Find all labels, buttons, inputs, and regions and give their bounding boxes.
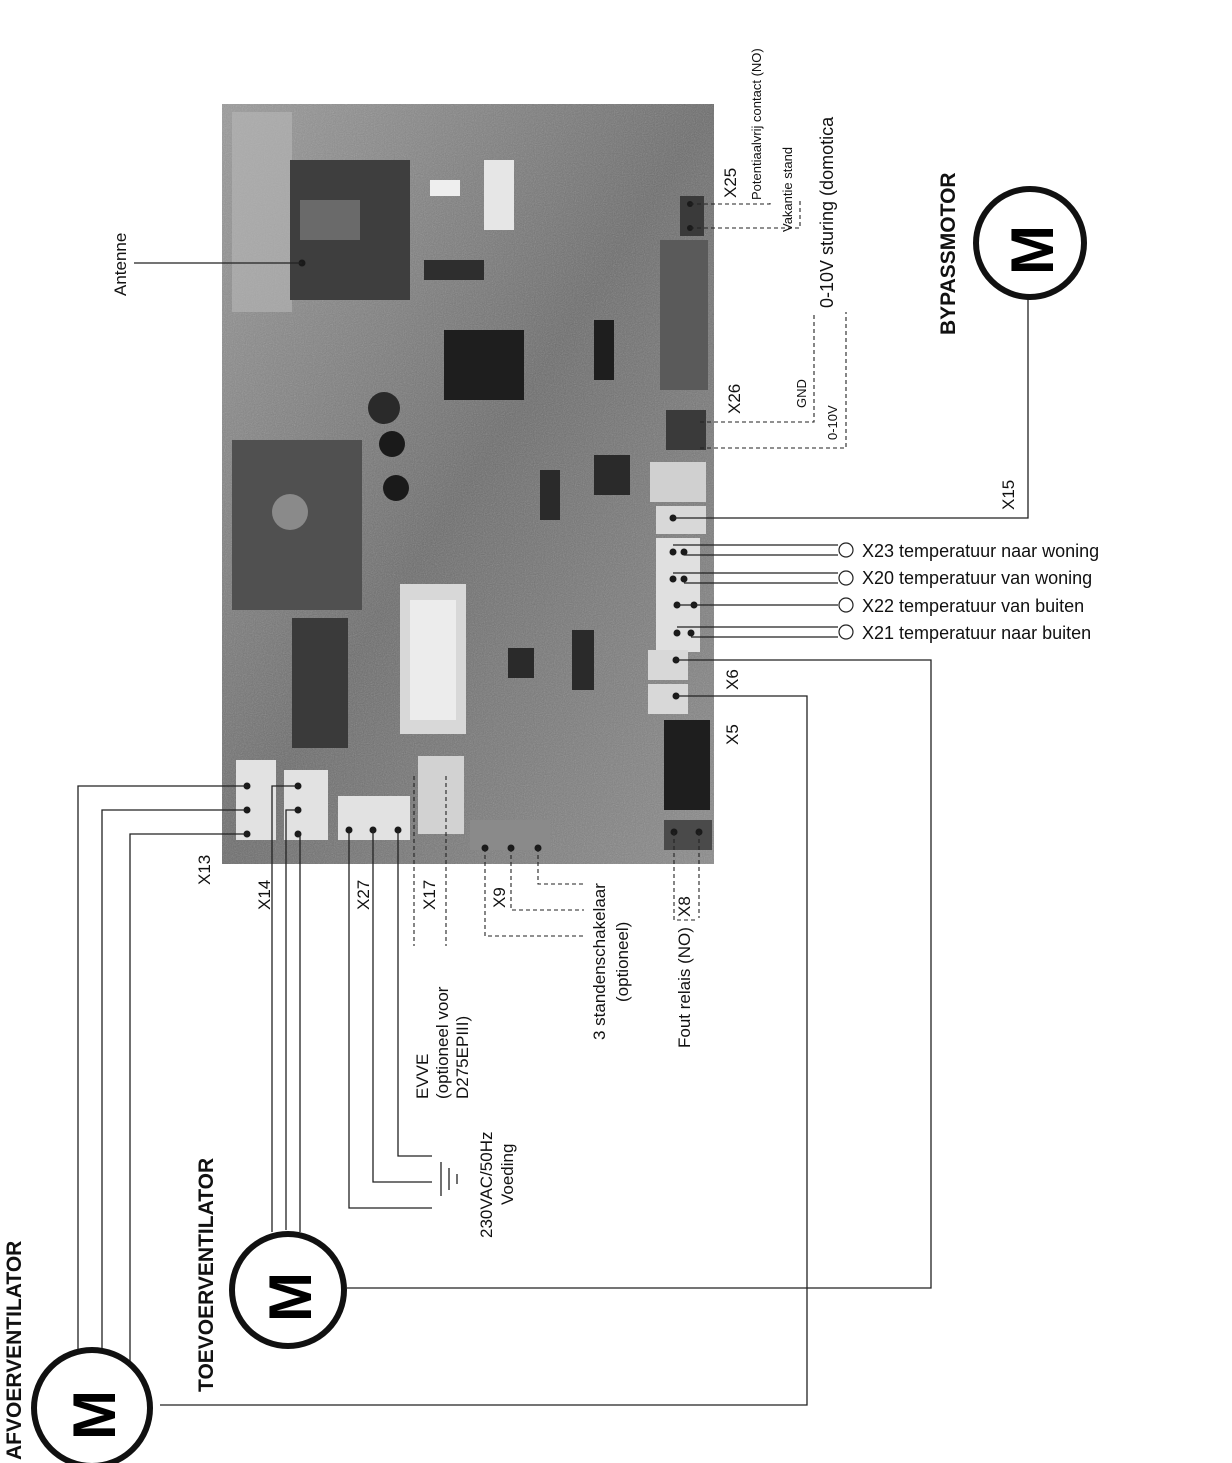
sensor-x22-text: temperatuur van buiten [899,596,1085,616]
wire-x14-1 [271,785,298,1232]
white-component [484,160,514,230]
capacitor-3 [383,475,409,501]
wire-x14-2 [285,809,298,1230]
connector-sensor-2 [656,566,700,596]
label-vakantie: Vakantie stand [780,146,795,232]
capacitor-1 [368,392,400,424]
wire-x13-3 [129,833,247,1376]
label-fout-relais: Fout relais (NO) [675,927,694,1048]
label-0-10v: 0-10V [825,405,840,440]
wire-x6 [347,659,932,1289]
motor-afvoer [31,1347,153,1463]
sensor-x21-code: X21 [862,623,895,643]
label-standen-1: 3 standenschakelaar [590,883,609,1040]
label-x27: X27 [354,879,373,910]
terminal-x5 [664,720,710,810]
capacitor-2 [379,431,405,457]
label-evve-2: (optioneel voor [433,986,452,1099]
label-x8: X8 [675,896,694,917]
label-x26: X26 [725,383,744,414]
motor-afvoer-symbol: M [61,1390,128,1440]
dashed-wires [413,200,847,946]
label-sturing: 0-10V sturing (domotica [817,116,837,308]
sensor-x23 [838,542,854,558]
sensor-x23-label: X23 temperatuur naar woning [862,542,1099,560]
sensor-x22 [838,597,854,613]
label-x25: X25 [721,167,740,198]
sensor-x21-text: temperatuur naar buiten [899,623,1092,643]
label-voeding-2: Voeding [498,1143,517,1205]
sensor-symbols [838,542,854,640]
wire-x27-3 [397,830,432,1157]
wire-x13-1 [77,785,247,1380]
sensor-x20-code: X20 [862,568,895,588]
label-x13: X13 [195,854,214,885]
label-evve-1: EVVE [413,1053,432,1099]
sensor-x23-text: temperatuur naar woning [899,541,1100,561]
bypass-title: BYPASSMOTOR [937,172,960,335]
wire-x27-2 [372,830,432,1183]
terminal-x8 [664,820,712,850]
label-x17: X17 [420,879,439,910]
wire-x27-1 [348,830,432,1209]
dash-x26-1 [700,314,815,423]
terminal-x26 [666,410,706,450]
terminal-block-right [660,240,708,390]
wire-x15 [673,297,1029,519]
sensor-x22-code: X22 [862,596,895,616]
label-voeding-1: 230VAC/50Hz [477,1131,496,1238]
wire-x13-2 [101,809,247,1372]
wire-x14-3 [298,833,301,1232]
afvoer-title: AFVOERVENTILATOR [3,1240,26,1460]
sensor-x20-text: temperatuur van woning [899,568,1093,588]
sensor-x22-label: X22 temperatuur van buiten [862,597,1084,615]
motor-toevoer-symbol: M [257,1272,324,1322]
connector-sensor-1 [656,538,700,568]
antenna-trace [232,112,292,312]
circuit-board [222,104,714,864]
motor-bypass [973,186,1087,300]
label-x5: X5 [723,724,742,745]
toevoer-title: TOEVOERVENTILATOR [195,1157,218,1392]
label-antenne: Antenne [111,232,130,296]
motor-bypass-symbol: M [999,225,1066,275]
sensor-x21-label: X21 temperatuur naar buiten [862,624,1091,642]
sensor-x21 [838,624,854,640]
label-x14: X14 [255,879,274,910]
dash-x25-2 [690,200,801,229]
relay-dark [292,618,348,748]
sensor-x23-code: X23 [862,541,895,561]
connector-x14 [284,770,328,840]
wire-x5 [160,695,808,1406]
sensor-x20-label: X20 temperatuur van woning [862,569,1092,587]
motor-toevoer [229,1231,347,1349]
label-x9: X9 [490,887,509,908]
connector-x13 [236,760,276,840]
connector-sensor-3 [656,594,700,624]
label-x15: X15 [999,479,1018,510]
sensor-x20 [838,570,854,586]
microcontroller-chip [444,330,524,400]
solid-wires [77,262,1029,1406]
connector-x17 [418,756,464,834]
led-chip [430,180,460,196]
label-standen-2: (optioneel) [613,921,632,1002]
label-potentiaalvrij: Potentiaalvrij contact (NO) [749,48,764,200]
dash-x25-1 [690,200,771,205]
connector-bypass [650,462,706,502]
label-gnd: GND [794,379,809,408]
label-x6: X6 [723,669,742,690]
label-evve-3: D275EPIII) [453,1015,472,1099]
